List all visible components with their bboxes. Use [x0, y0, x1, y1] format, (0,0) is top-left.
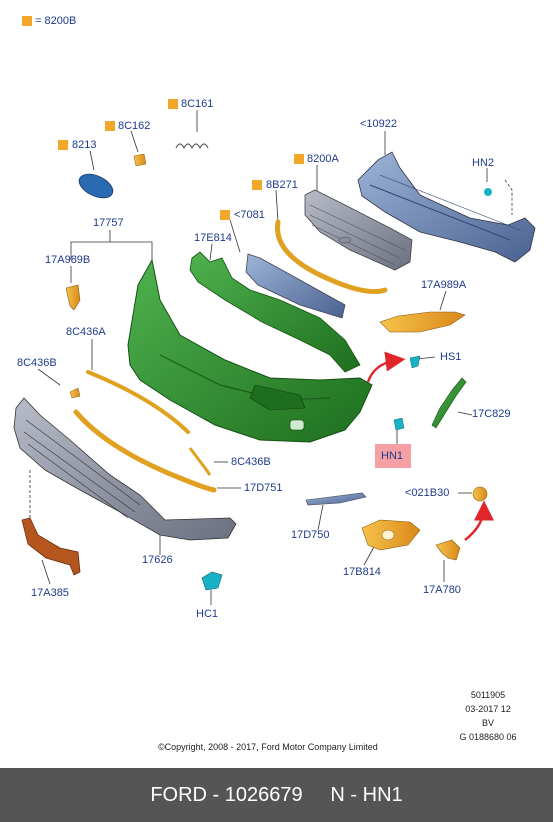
tow-bracket-illustration	[435, 539, 461, 561]
part-label-hn2[interactable]: HN2	[472, 157, 495, 169]
strip-8c436b-right-illustration	[188, 447, 212, 476]
part-label-17a989a[interactable]: 17A989A	[421, 279, 467, 291]
part-label-hn1: HN1	[381, 450, 404, 462]
part-label-17e814[interactable]: 17E814	[194, 232, 232, 244]
emblem-illustration	[78, 173, 114, 199]
marker-8b271	[252, 180, 262, 190]
grille-moulding-illustration	[275, 219, 388, 295]
trim-strip-illustration	[305, 492, 367, 506]
side-bracket-left-illustration	[65, 284, 81, 311]
upper-panel-illustration	[245, 253, 346, 319]
part-label-17b814[interactable]: 17B814	[343, 566, 381, 578]
legend-label: = 8200B	[35, 15, 77, 27]
part-label-17a989b[interactable]: 17A989B	[45, 254, 91, 266]
nut-8c162-illustration	[133, 153, 147, 167]
lower-bracket-illustration	[21, 517, 81, 576]
clip-8c436b-illustration	[69, 387, 81, 399]
marker-8213	[58, 140, 68, 150]
part-label-17a385[interactable]: 17A385	[31, 587, 69, 599]
drawing-date: 03-2017 12	[465, 704, 511, 714]
clip-hc1-illustration	[201, 571, 223, 591]
part-label-17d750[interactable]: 17D750	[291, 529, 330, 541]
part-label-8213[interactable]: 8213	[72, 139, 97, 151]
bumper-bracket-illustration	[189, 251, 361, 373]
part-label-hs1[interactable]: HS1	[440, 351, 462, 363]
part-label-8c161[interactable]: 8C161	[181, 98, 214, 110]
side-strip-illustration	[431, 377, 467, 429]
marker-7081	[220, 210, 230, 220]
part-label-021b30[interactable]: <021B30	[405, 487, 450, 499]
part-label-17a780[interactable]: 17A780	[423, 584, 461, 596]
drawing-code: BV	[481, 718, 494, 728]
part-label-8c162[interactable]: 8C162	[118, 120, 151, 132]
lower-grille-illustration	[13, 397, 237, 541]
direction-arrow-lower	[464, 500, 494, 541]
clip-hs1-illustration	[409, 355, 421, 369]
part-label-17626[interactable]: 17626	[142, 554, 173, 566]
drawing-id: 5011905	[470, 690, 506, 700]
drawing-number: G 0188680 06	[459, 732, 517, 742]
reinforcement-beam-illustration	[357, 151, 536, 263]
marker-8c161	[168, 99, 178, 109]
nut-hn1-illustration	[393, 417, 405, 431]
part-label-17d751[interactable]: 17D751	[244, 482, 283, 494]
part-label-17c829[interactable]: 17C829	[472, 408, 511, 420]
part-label-10922[interactable]: <10922	[360, 118, 398, 130]
part-label-8c436a[interactable]: 8C436A	[66, 326, 106, 338]
part-label-hc1[interactable]: HC1	[196, 608, 219, 620]
upper-grille-illustration	[304, 189, 413, 271]
exploded-view-illustration	[13, 110, 536, 605]
direction-arrow-upper	[366, 351, 406, 383]
part-label-8c436b-left[interactable]: 8C436B	[17, 357, 57, 369]
part-label-8b271[interactable]: 8B271	[266, 179, 298, 191]
legend-marker	[22, 16, 32, 26]
highlighted-part-hn1[interactable]: HN1	[375, 444, 411, 468]
part-label-17757[interactable]: 17757	[93, 217, 124, 229]
strip-8c436a-illustration	[86, 370, 190, 434]
part-label-8c436b-right[interactable]: 8C436B	[231, 456, 271, 468]
marker-8c162	[105, 121, 115, 131]
spring-illustration	[175, 143, 209, 150]
side-bracket-right-illustration	[379, 311, 466, 333]
lower-strip-illustration	[73, 409, 217, 493]
fog-lamp-bezel-illustration	[361, 519, 421, 551]
copyright-notice: ©Copyright, 2008 - 2017, Ford Motor Comp…	[158, 742, 378, 752]
tow-eye-cap-illustration	[472, 486, 488, 502]
part-label-7081[interactable]: <7081	[234, 209, 265, 221]
part-number-footer: FORD - 1026679 N - HN1	[0, 768, 553, 822]
footer-text: FORD - 1026679 N - HN1	[150, 784, 403, 806]
front-bumper-cover-illustration	[127, 258, 373, 443]
marker-8200a	[294, 154, 304, 164]
part-label-8200a[interactable]: 8200A	[307, 153, 339, 165]
